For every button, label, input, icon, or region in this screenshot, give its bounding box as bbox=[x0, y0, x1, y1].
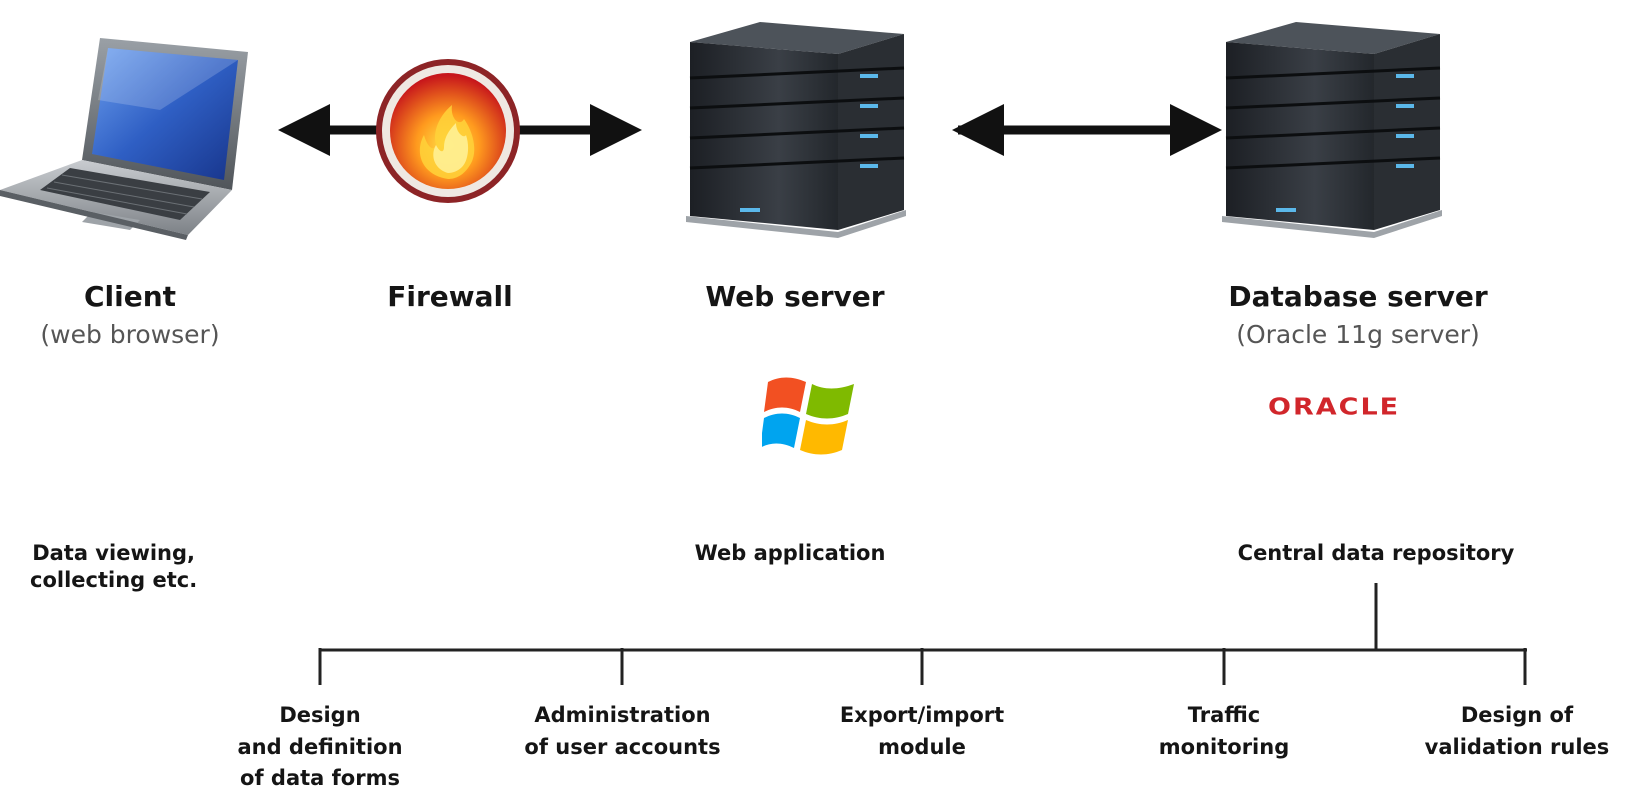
module-line: Traffic bbox=[1187, 703, 1261, 727]
module-line: of user accounts bbox=[524, 734, 721, 759]
database-server-icon bbox=[1214, 20, 1446, 242]
web-server-title: Web server bbox=[705, 280, 885, 313]
module-validation-rules: Design of validation rules bbox=[1412, 700, 1622, 763]
oracle-logo: ORACLE bbox=[1268, 394, 1401, 421]
server-icon bbox=[678, 20, 910, 242]
module-line: Export/import bbox=[839, 703, 1005, 727]
module-line: module bbox=[878, 734, 966, 759]
module-export-import: Export/import module bbox=[800, 700, 1044, 763]
client-title: Client bbox=[83, 280, 177, 313]
module-line: monitoring bbox=[1158, 734, 1290, 759]
db-role-caption: Central data repository bbox=[1237, 541, 1515, 565]
client-role-line-2: collecting etc. bbox=[30, 568, 198, 593]
database-server-title: Database server bbox=[1228, 280, 1488, 313]
module-line: and definition bbox=[237, 734, 403, 759]
module-line: Design of bbox=[1460, 703, 1574, 727]
client-role-caption: Data viewing, collecting etc. bbox=[30, 540, 197, 595]
firewall-icon bbox=[374, 57, 522, 205]
module-user-accounts: Administration of user accounts bbox=[500, 700, 745, 763]
module-line: Design bbox=[279, 703, 361, 727]
module-tree bbox=[318, 583, 1527, 685]
module-line: validation rules bbox=[1424, 734, 1610, 759]
client-subtitle: (web browser) bbox=[40, 320, 220, 349]
windows-logo-icon bbox=[762, 372, 858, 458]
module-line: Administration bbox=[534, 703, 711, 727]
database-server-subtitle: (Oracle 11g server) bbox=[1236, 320, 1480, 349]
client-role-line-1: Data viewing, bbox=[32, 541, 195, 565]
web-db-arrow bbox=[952, 104, 1222, 156]
module-line: of data forms bbox=[240, 766, 400, 790]
laptop-icon bbox=[0, 30, 260, 240]
module-data-forms: Design and definition of data forms bbox=[210, 700, 430, 795]
web-role-caption: Web application bbox=[694, 541, 886, 565]
module-traffic-monitoring: Traffic monitoring bbox=[1124, 700, 1324, 763]
firewall-title: Firewall bbox=[387, 280, 513, 313]
